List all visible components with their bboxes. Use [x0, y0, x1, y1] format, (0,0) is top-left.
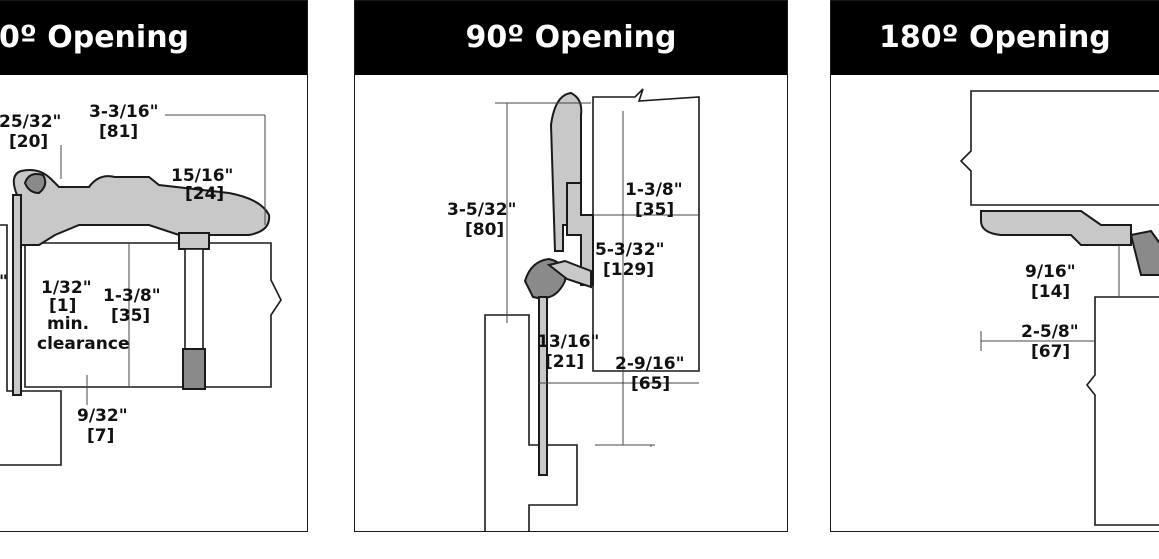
- hinge-diagram-90-degree: 3-5/32" [80] 1-3/8" [35] 5-3/32" [129] 1…: [447, 88, 700, 531]
- dim-2-5-8: 2-5/8": [1021, 322, 1079, 342]
- door-outline-top: [959, 90, 1159, 206]
- panel-title: 0º Opening: [0, 1, 307, 75]
- dim-25-32-metric: [20]: [9, 132, 48, 152]
- frame-outline: [484, 314, 578, 531]
- dim-9-16: 9/16": [1025, 262, 1076, 282]
- panel-180-degree-opening: 180º Opening 9/16" [14] 2-5/8" [67]: [830, 0, 1159, 532]
- hinge-leaf-top: [12, 169, 271, 246]
- dim-2-9-16-metric: [65]: [631, 374, 670, 394]
- dim-13-16: 13/16": [537, 332, 599, 352]
- dim-15-16-metric: [24]: [185, 184, 224, 204]
- dim-3-5-32-metric: [80]: [465, 220, 504, 240]
- dim-2-5-8-metric: [67]: [1031, 342, 1070, 362]
- dim-25-32: 25/32": [0, 112, 61, 132]
- dim-9-16-metric: [14]: [1031, 282, 1070, 302]
- fastener-thread: [182, 348, 206, 390]
- dim-3-3-16-metric: [81]: [99, 122, 138, 142]
- hinge-knuckle-plate: [546, 259, 592, 289]
- door-outline: [24, 242, 282, 388]
- dim-1-3-8: 1-3/8": [103, 286, 161, 306]
- hinge-leaf-vertical: [12, 194, 22, 396]
- dim-13-16-metric: [21]: [545, 352, 584, 372]
- dim-3-3-16: 3-3/16": [89, 102, 158, 122]
- panel-0-degree-opening: 0º Opening 25/32" [20] 3-3/16" [81] 15/1…: [0, 0, 308, 532]
- hinge-leaf-lower: [538, 296, 548, 476]
- dim-3-5-32: 3-5/32": [447, 200, 516, 220]
- dim-5-3-32-metric: [129]: [603, 260, 654, 280]
- dim-1-32: 1/32": [41, 278, 92, 298]
- hinge-leaf-mid: [566, 182, 594, 286]
- hinge-knuckle: [1129, 229, 1159, 276]
- frame-outline: [0, 224, 62, 466]
- dim-1-32-metric: [1]: [49, 296, 76, 316]
- hinge-diagram-0-degree: 25/32" [20] 3-3/16" [81] 15/16" [24] " 1…: [0, 102, 282, 466]
- dim-1-3-8-metric: [35]: [635, 200, 674, 220]
- dim-1-3-8-metric: [35]: [111, 306, 150, 326]
- panel-title: 90º Opening: [355, 1, 787, 75]
- door-outline: [592, 88, 700, 372]
- dim-15-16: 15/16": [171, 166, 233, 186]
- frame-outline: [1085, 296, 1159, 526]
- dim-1-3-8: 1-3/8": [625, 180, 683, 200]
- dim-5-3-32: 5-3/32": [595, 240, 664, 260]
- panel-90-degree-opening: 90º Opening 3-5/32" [80] 1-3/8" [35] 5-3…: [354, 0, 788, 532]
- dim-9-32-metric: [7]: [87, 426, 114, 446]
- hinge-diagram-180-degree: 9/16" [14] 2-5/8" [67]: [959, 90, 1159, 526]
- dim-2-9-16: 2-9/16": [615, 354, 684, 374]
- fastener-sleeve: [184, 248, 204, 350]
- hinge-leaf-horizontal: [980, 210, 1132, 246]
- dim-clearance-label: clearance: [37, 334, 129, 354]
- dim-9-32: 9/32": [77, 406, 128, 426]
- panel-title: 180º Opening: [831, 1, 1159, 75]
- dim-min-label: min.: [47, 314, 89, 334]
- hinge-knuckle: [23, 173, 47, 195]
- dim-cropped-inch: ": [0, 272, 8, 292]
- fastener-head: [178, 232, 210, 250]
